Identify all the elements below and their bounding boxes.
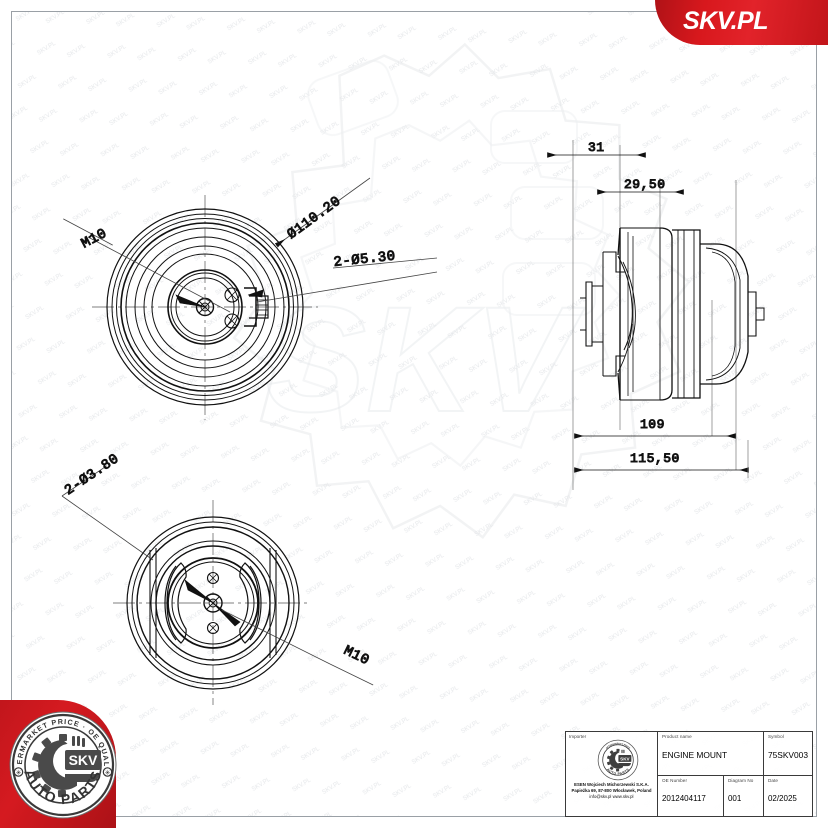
diagram-no-label: Diagram No xyxy=(727,778,754,783)
importer-name: ESEN Wojciech Michorzewski S.K.A. xyxy=(574,782,649,787)
product-name-cell: Product name ENGINE MOUNT xyxy=(658,732,764,775)
diagram-no-cell: Diagram No 001 xyxy=(724,776,764,816)
product-name-label: Product name xyxy=(661,734,692,739)
badge-star-icon: ✳ ✳ xyxy=(13,767,113,777)
drawing-frame-border xyxy=(11,11,817,817)
diagram-no-value: 001 xyxy=(727,794,742,803)
importer-address: Papieżka 69, 87-800 Włocławek, Poland xyxy=(571,788,652,794)
gear-icon: SKV xyxy=(32,734,101,798)
svg-text:SKV: SKV xyxy=(620,756,630,761)
badge-skv-text: SKV xyxy=(69,752,98,768)
title-block: Importer SKV AF xyxy=(565,731,813,817)
importer-label: Importer xyxy=(569,734,587,739)
title-block-importer-cell: Importer SKV AF xyxy=(566,732,658,816)
symbol-cell: Symbol 75SKV003 xyxy=(764,732,812,775)
skv-pl-banner: SKV.PL xyxy=(655,0,828,45)
svg-text:✳: ✳ xyxy=(105,769,111,777)
title-block-fields: Product name ENGINE MOUNT Symbol 75SKV00… xyxy=(657,732,812,816)
importer-address-block: ESEN Wojciech Michorzewski S.K.A. Papież… xyxy=(568,782,655,801)
title-block-row-bottom: OE Number 2012404117 Diagram No 001 Date… xyxy=(658,776,812,816)
symbol-value: 75SKV003 xyxy=(767,750,808,760)
svg-text:✳: ✳ xyxy=(16,769,22,777)
oe-number-cell: OE Number 2012404117 xyxy=(658,776,724,816)
importer-contact: info@skv.pl www.skv.pl xyxy=(589,794,634,800)
skv-auto-parts-badge: SKV AFTERMARKET PRICE · OE QUALITY AUTO … xyxy=(8,710,117,819)
date-cell: Date 02/2025 xyxy=(764,776,812,816)
title-block-row-top: Product name ENGINE MOUNT Symbol 75SKV00… xyxy=(657,732,812,776)
oe-number-label: OE Number xyxy=(661,778,688,783)
oe-number-value: 2012404117 xyxy=(661,794,706,803)
skv-pl-banner-text: SKV.PL xyxy=(683,7,769,35)
importer-emblem-icon: SKV AFTERMARKET PRICE AUTO PARTS xyxy=(597,739,639,781)
product-name-value: ENGINE MOUNT xyxy=(661,750,728,760)
symbol-label: Symbol xyxy=(767,734,784,739)
date-label: Date xyxy=(767,778,779,783)
date-value: 02/2025 xyxy=(767,794,797,803)
